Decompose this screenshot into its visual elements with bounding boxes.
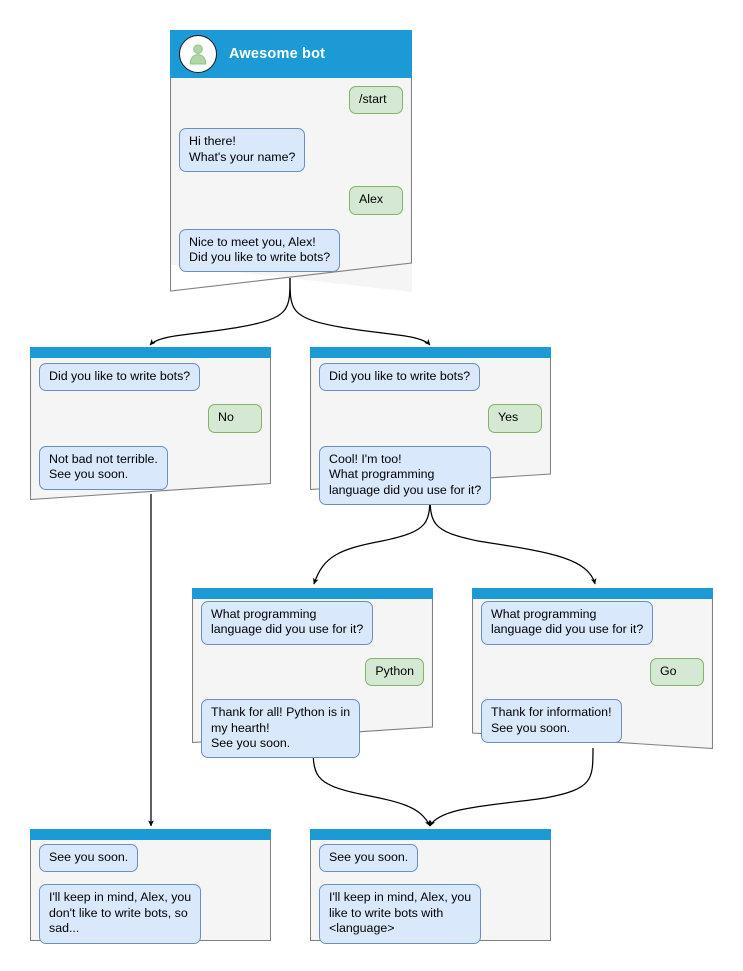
user-message-bubble[interactable]: /start <box>349 86 403 115</box>
card-header-bar <box>310 829 551 840</box>
card-end-likes-bots[interactable]: See you soon. I'll keep in mind, Alex, y… <box>310 829 551 944</box>
card-answer-no[interactable]: Did you like to write bots? No Not bad n… <box>30 347 271 500</box>
card-language-python[interactable]: What programming language did you use fo… <box>192 588 433 759</box>
card-header-bar <box>472 588 713 599</box>
bot-message-bubble[interactable]: Cool! I'm too! What programming language… <box>319 445 492 506</box>
card-header-bar: Awesome bot <box>170 30 412 78</box>
message-list: See you soon. I'll keep in mind, Alex, y… <box>310 844 551 944</box>
message-list: /start Hi there! What's your name? Alex … <box>170 86 412 273</box>
message-row: What programming language did you use fo… <box>481 601 704 645</box>
card-end-no-bots[interactable]: See you soon. I'll keep in mind, Alex, y… <box>30 829 271 944</box>
card-header-bar <box>192 588 433 599</box>
message-row: Cool! I'm too! What programming language… <box>319 445 542 506</box>
bot-message-bubble[interactable]: What programming language did you use fo… <box>481 601 654 645</box>
bot-message-bubble[interactable]: Thank for all! Python is in my hearth! S… <box>201 699 361 759</box>
bot-message-bubble[interactable]: Did you like to write bots? <box>39 363 201 392</box>
edge-go-to-end-happy <box>429 747 594 827</box>
message-row: Nice to meet you, Alex! Did you like to … <box>179 228 403 273</box>
message-row: What programming language did you use fo… <box>201 601 424 645</box>
user-message-bubble[interactable]: No <box>208 404 262 433</box>
user-message-bubble[interactable]: Python <box>365 657 424 687</box>
message-list: What programming language did you use fo… <box>192 601 433 759</box>
user-message-bubble[interactable]: Alex <box>349 186 403 215</box>
message-row: Yes <box>319 404 542 433</box>
user-message-bubble[interactable]: Go <box>650 657 704 687</box>
card-header-bar <box>30 347 271 358</box>
bot-message-bubble[interactable]: I'll keep in mind, Alex, you like to wri… <box>319 884 482 944</box>
bot-message-bubble[interactable]: What programming language did you use fo… <box>201 601 374 645</box>
message-row: I'll keep in mind, Alex, you don't like … <box>39 884 262 944</box>
card-header-bar <box>310 347 551 358</box>
bot-message-bubble[interactable]: Did you like to write bots? <box>319 363 481 392</box>
person-avatar-icon <box>179 35 217 73</box>
card-answer-yes[interactable]: Did you like to write bots? Yes Cool! I'… <box>310 347 551 506</box>
card-awesome-bot-start[interactable]: Awesome bot /start Hi there! What's your… <box>170 30 412 292</box>
message-row: Thank for all! Python is in my hearth! S… <box>201 699 424 759</box>
message-list: Did you like to write bots? Yes Cool! I'… <box>310 363 551 506</box>
message-list: See you soon. I'll keep in mind, Alex, y… <box>30 844 271 944</box>
message-list: What programming language did you use fo… <box>472 601 713 744</box>
message-row: Go <box>481 657 704 687</box>
bot-message-bubble[interactable]: Not bad not terrible. See you soon. <box>39 445 168 490</box>
bot-message-bubble[interactable]: Hi there! What's your name? <box>179 128 306 173</box>
message-row: I'll keep in mind, Alex, you like to wri… <box>319 884 542 944</box>
card-language-go[interactable]: What programming language did you use fo… <box>472 588 713 749</box>
message-row: Alex <box>179 186 403 215</box>
message-row: Hi there! What's your name? <box>179 128 403 173</box>
message-row: Did you like to write bots? <box>319 363 542 392</box>
card-header-bar <box>30 829 271 840</box>
bot-message-bubble[interactable]: I'll keep in mind, Alex, you don't like … <box>39 884 202 944</box>
message-row: Thank for information! See you soon. <box>481 699 704 744</box>
message-row: See you soon. <box>319 844 542 873</box>
bot-message-bubble[interactable]: Nice to meet you, Alex! Did you like to … <box>179 228 341 273</box>
message-row: See you soon. <box>39 844 262 873</box>
message-row: No <box>39 404 262 433</box>
bot-message-bubble[interactable]: See you soon. <box>39 844 139 873</box>
message-row: Did you like to write bots? <box>39 363 262 392</box>
message-row: Python <box>201 657 424 687</box>
bot-message-bubble[interactable]: Thank for information! See you soon. <box>481 699 622 744</box>
user-message-bubble[interactable]: Yes <box>488 404 542 433</box>
message-row: /start <box>179 86 403 115</box>
message-list: Did you like to write bots? No Not bad n… <box>30 363 271 490</box>
message-row: Not bad not terrible. See you soon. <box>39 445 262 490</box>
bot-name-label: Awesome bot <box>229 46 326 62</box>
bot-message-bubble[interactable]: See you soon. <box>319 844 419 873</box>
